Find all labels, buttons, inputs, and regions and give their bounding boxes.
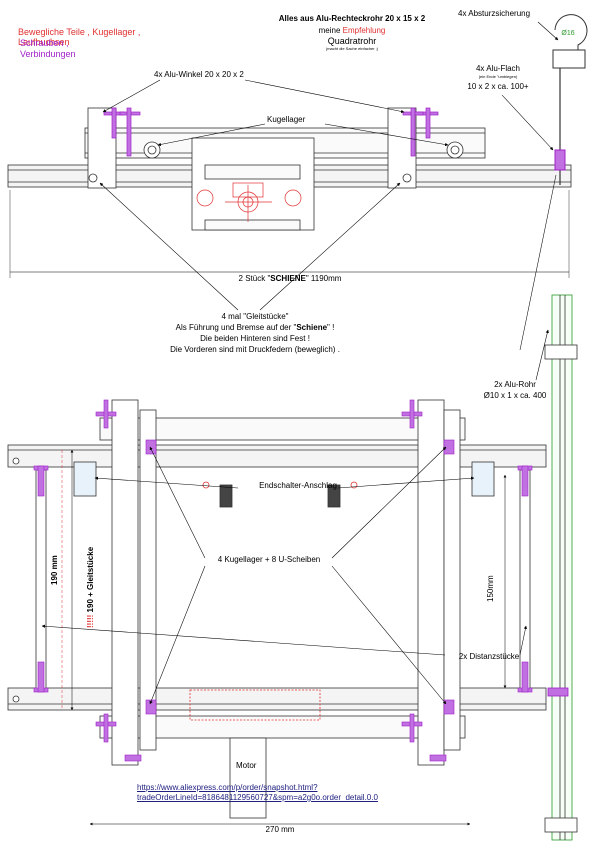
label-spacers: 2x Distanzstücke [458, 652, 520, 661]
label-dim-190-note: !!!!! 190 + Gleitstücke [86, 547, 95, 628]
endstop-block-right [471, 461, 495, 497]
motor-box [229, 737, 267, 819]
end-switch-right [327, 484, 341, 508]
label-alu-tube-title: 2x Alu-Rohr [494, 380, 536, 389]
frame-left-outer [111, 399, 139, 766]
label-glides-3: Die beiden Hinteren sind Fest ! [200, 334, 310, 343]
frame-right-inner [443, 409, 461, 751]
label-alu-tube-dims: Ø10 x 1 x ca. 400 [483, 391, 547, 400]
recommendation-prefix: meine [318, 26, 343, 35]
spacer-left [35, 469, 47, 691]
side-tube [544, 294, 578, 841]
center-plate [191, 137, 315, 231]
url-line-2[interactable]: tradeOrderLineId=8186481129560727&spm=a2… [137, 793, 378, 802]
header-note: (macht die Sache einfacher ;) [325, 46, 379, 51]
carriage-bar-top [99, 417, 466, 441]
label-glides-4: Die Vorderen sind mit Druckfedern (beweg… [170, 345, 340, 354]
dim-190-note-text: 190 + Gleitstücke [86, 546, 95, 613]
label-circle-value: Ø16 [561, 30, 575, 37]
fall-protection-hook [552, 14, 588, 185]
label-dim-270: 270 mm [265, 825, 295, 834]
side-view [7, 107, 572, 278]
recommendation-word: Empfehlung [342, 26, 386, 35]
frame-right-outer [417, 399, 445, 766]
motor-mount-sketch [196, 182, 302, 222]
rail-plan-bottom [7, 687, 547, 711]
label-ball-bearing: Kugellager [267, 115, 306, 124]
frame-left-inner [139, 409, 157, 751]
label-alu-flat-title: 4x Alu-Flach [475, 64, 521, 73]
label-glides-2: Als Führung und Bremse auf der "Schiene"… [140, 323, 370, 332]
label-alu-flat-dims: 10 x 2 x ca. 100+ [467, 82, 529, 91]
label-dim-150: 150mm [486, 575, 495, 602]
header-title: Alles aus Alu-Rechteckrohr 20 x 15 x 2 [278, 14, 426, 23]
end-switch-left [219, 484, 233, 508]
leader-lines [41, 21, 559, 705]
label-motor: Motor [236, 761, 257, 770]
label-glides-1: 4 mal "Gleitstücke" [221, 312, 289, 321]
label-alu-flat-note: (ein Ende "umbiegen) [478, 74, 518, 79]
label-fall-protection: 4x Absturzsicherung [458, 9, 531, 18]
header-square-tube: Quadratrohr [327, 36, 377, 46]
nut-right [402, 173, 412, 183]
label-alu-angle: 4x Alu-Winkel 20 x 20 x 2 [154, 70, 244, 79]
plan-dimensions [61, 449, 507, 826]
bearing-left [143, 141, 161, 159]
carriage-bar-bottom [99, 715, 466, 739]
dim-190-note-prefix: !!!!! [86, 612, 95, 628]
plan-view [7, 399, 547, 819]
bolts-side [103, 107, 439, 157]
rail-word: SCHIENE [270, 274, 306, 283]
nut-left [88, 173, 98, 183]
label-dim-190: 190 mm [50, 555, 59, 585]
endstop-block-left [73, 461, 97, 497]
legend-moving-parts: Bewegliche Teile , Kugellager , Laufbuch… [18, 27, 141, 48]
label-endstop: Endschalter-Anschlag [259, 481, 337, 490]
rail-suffix: " 1190mm [305, 274, 342, 283]
label-bearings-washers: 4 Kugellager + 8 U-Scheiben [217, 555, 321, 564]
legend-connections-2: Verbindungen [20, 49, 76, 59]
glides-2-suffix: " ! [327, 323, 335, 332]
bearing-right [446, 141, 464, 159]
header-recommendation: meine Empfehlung [292, 26, 412, 35]
glides-2-word: Schiene [296, 323, 328, 332]
legend-connections-1: Schrauben , [20, 38, 69, 48]
glides-2-prefix: Als Führung und Bremse auf der " [175, 323, 297, 332]
rail-prefix: 2 Stück " [238, 274, 271, 283]
url-line-1[interactable]: https://www.aliexpress.com/p/order/snaps… [137, 783, 318, 792]
label-rail: 2 Stück "SCHIENE" 1190mm [200, 274, 380, 283]
